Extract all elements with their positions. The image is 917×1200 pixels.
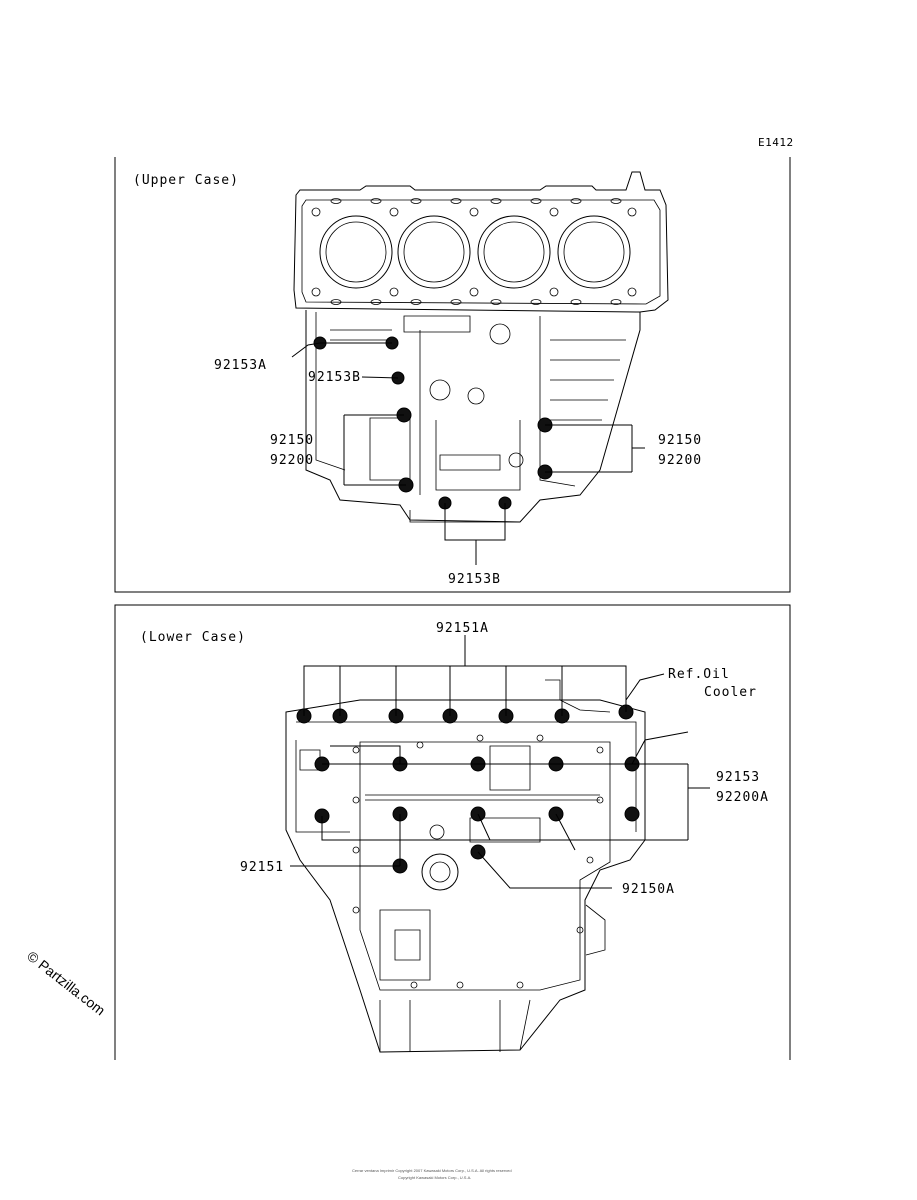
footer-line-1: Cerrar ventana Imprimir Copyright 2007 K… (352, 1168, 512, 1173)
label-92200-right: 92200 (658, 453, 702, 468)
label-ref-oil: Ref.Oil (668, 667, 730, 682)
label-92200A: 92200A (716, 790, 769, 805)
upper-case-panel: (Upper Case) (114, 157, 791, 593)
label-92200-left: 92200 (270, 453, 314, 468)
watermark: © Partzilla.com (24, 948, 108, 1019)
label-92153A: 92153A (214, 358, 267, 373)
label-cooler: Cooler (704, 685, 757, 700)
label-92153: 92153 (716, 770, 760, 785)
label-92153B-bottom: 92153B (448, 572, 501, 587)
label-92153B-left: 92153B (308, 370, 361, 385)
label-92150A: 92150A (622, 882, 675, 897)
label-92151: 92151 (240, 860, 284, 875)
lower-panel-frame (114, 604, 791, 1060)
upper-case-drawing (293, 171, 669, 523)
label-92151A: 92151A (436, 621, 489, 636)
upper-panel-frame (114, 157, 791, 593)
label-92150-left: 92150 (270, 433, 314, 448)
label-92150-right: 92150 (658, 433, 702, 448)
lower-case-drawing (285, 679, 646, 1053)
bolt-icon (624, 806, 640, 822)
upper-bolts (313, 336, 553, 510)
upper-leader-lines (291, 342, 645, 565)
upper-case-title: (Upper Case) (133, 173, 239, 188)
lower-bolts (296, 704, 640, 874)
footer-line-2: Copyright Kawasaki Motors Corp., U.S.A. (398, 1175, 471, 1180)
lower-case-title: (Lower Case) (140, 630, 246, 645)
lower-case-panel: (Lower Case) (114, 604, 791, 1060)
lower-leader-lines (290, 635, 710, 889)
diagram-code: E1412 (758, 136, 794, 149)
